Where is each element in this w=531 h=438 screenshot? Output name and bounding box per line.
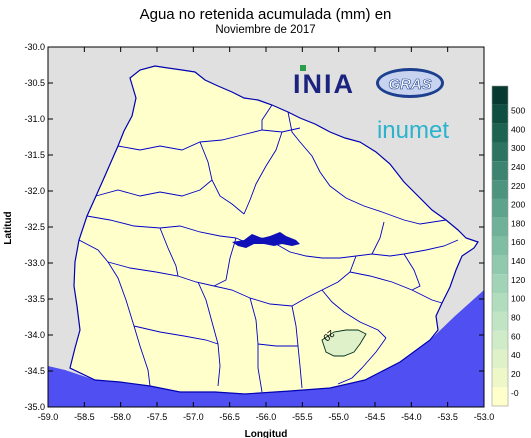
y-tick-label: -30.5 [24, 78, 45, 88]
legend-label: 240 [511, 162, 525, 172]
legend-label: 220 [511, 181, 525, 191]
legend-swatch [492, 236, 508, 256]
x-axis-label: Longitud [245, 429, 288, 438]
x-tick-label: -59.0 [38, 412, 59, 422]
x-tick-label: -58.0 [110, 412, 131, 422]
legend-label: 500 [511, 105, 525, 115]
x-tick-label: -53.5 [437, 412, 458, 422]
legend-label: 160 [511, 237, 525, 247]
y-tick-label: -34.5 [24, 366, 45, 376]
x-tick-label: -58.5 [74, 412, 95, 422]
legend-label: 400 [511, 124, 525, 134]
legend-swatch [492, 387, 508, 406]
x-tick-label: -57.5 [147, 412, 168, 422]
legend-label: 140 [511, 256, 525, 266]
x-tick-label: -53.0 [474, 412, 495, 422]
legend-swatch [492, 86, 508, 105]
legend-swatch [492, 104, 508, 124]
rivers-boundaries [78, 104, 459, 393]
contour-20-area [321, 329, 367, 357]
y-axis-label: Latitud [3, 211, 14, 244]
legend-swatch [492, 123, 508, 143]
ocean [48, 290, 484, 407]
map-subtitle: Noviembre de 2017 [215, 24, 316, 36]
legend-swatch [492, 198, 508, 218]
legend-label: 100 [511, 294, 525, 304]
legend-swatch [492, 311, 508, 331]
legend-label: 120 [511, 275, 525, 285]
map-title: Agua no retenida acumulada (mm) en [139, 6, 392, 23]
legend-label: 300 [511, 143, 525, 153]
x-tick-label: -56.5 [219, 412, 240, 422]
legend-label: -0 [511, 388, 519, 398]
legend-label: 20 [511, 369, 521, 379]
y-tick-label: -32.0 [24, 186, 45, 196]
y-tick-label: -35.0 [24, 402, 45, 412]
legend-label: 40 [511, 350, 521, 360]
legend-swatch [492, 368, 508, 388]
legend-swatch [492, 180, 508, 199]
legend-swatch [492, 349, 508, 369]
y-tick-label: -34.0 [24, 330, 45, 340]
legend: -0 20 40 60 80 100 120 140 160 180 200 220 240 300 400… [491, 85, 525, 407]
x-tick-label: -57.0 [183, 412, 204, 422]
x-tick-label: -54.0 [401, 412, 422, 422]
y-tick-label: -32.5 [24, 222, 45, 232]
y-tick-label: -31.0 [24, 114, 45, 124]
x-axis: -59.0 -58.5 -58.0 -57.5 -57.0 -56.5 -56.0 -55.5… [38, 47, 495, 422]
y-axis: -30.0 -30.5 -31.0 -31.5 -32.0 -32.5 -33.0 -33.5… [24, 42, 484, 412]
y-tick-label: -33.5 [24, 294, 45, 304]
reservoir [232, 232, 300, 248]
legend-label: 60 [511, 331, 521, 341]
x-tick-label: -55.5 [292, 412, 313, 422]
legend-swatch [492, 293, 508, 312]
legend-swatch [492, 161, 508, 181]
y-tick-label: -31.5 [24, 150, 45, 160]
legend-swatch [492, 255, 508, 275]
inia-logo-text: INIA [293, 69, 355, 99]
legend-frame [491, 85, 509, 407]
x-tick-label: -54.5 [365, 412, 386, 422]
y-tick-label: -30.0 [24, 42, 45, 52]
x-tick-label: -55.0 [328, 412, 349, 422]
gras-logo-text: GRAS [388, 76, 431, 93]
legend-swatch [492, 217, 508, 237]
legend-label: 80 [511, 313, 521, 323]
legend-swatch [492, 274, 508, 294]
inia-logo: INIA [293, 65, 355, 99]
gras-logo: GRAS [376, 68, 444, 98]
legend-label: 200 [511, 200, 525, 210]
x-tick-label: -56.0 [256, 412, 277, 422]
legend-label: 180 [511, 218, 525, 228]
inumet-logo: inumet [377, 117, 449, 144]
legend-swatch [492, 330, 508, 350]
y-tick-label: -33.0 [24, 258, 45, 268]
legend-swatch [492, 142, 508, 162]
